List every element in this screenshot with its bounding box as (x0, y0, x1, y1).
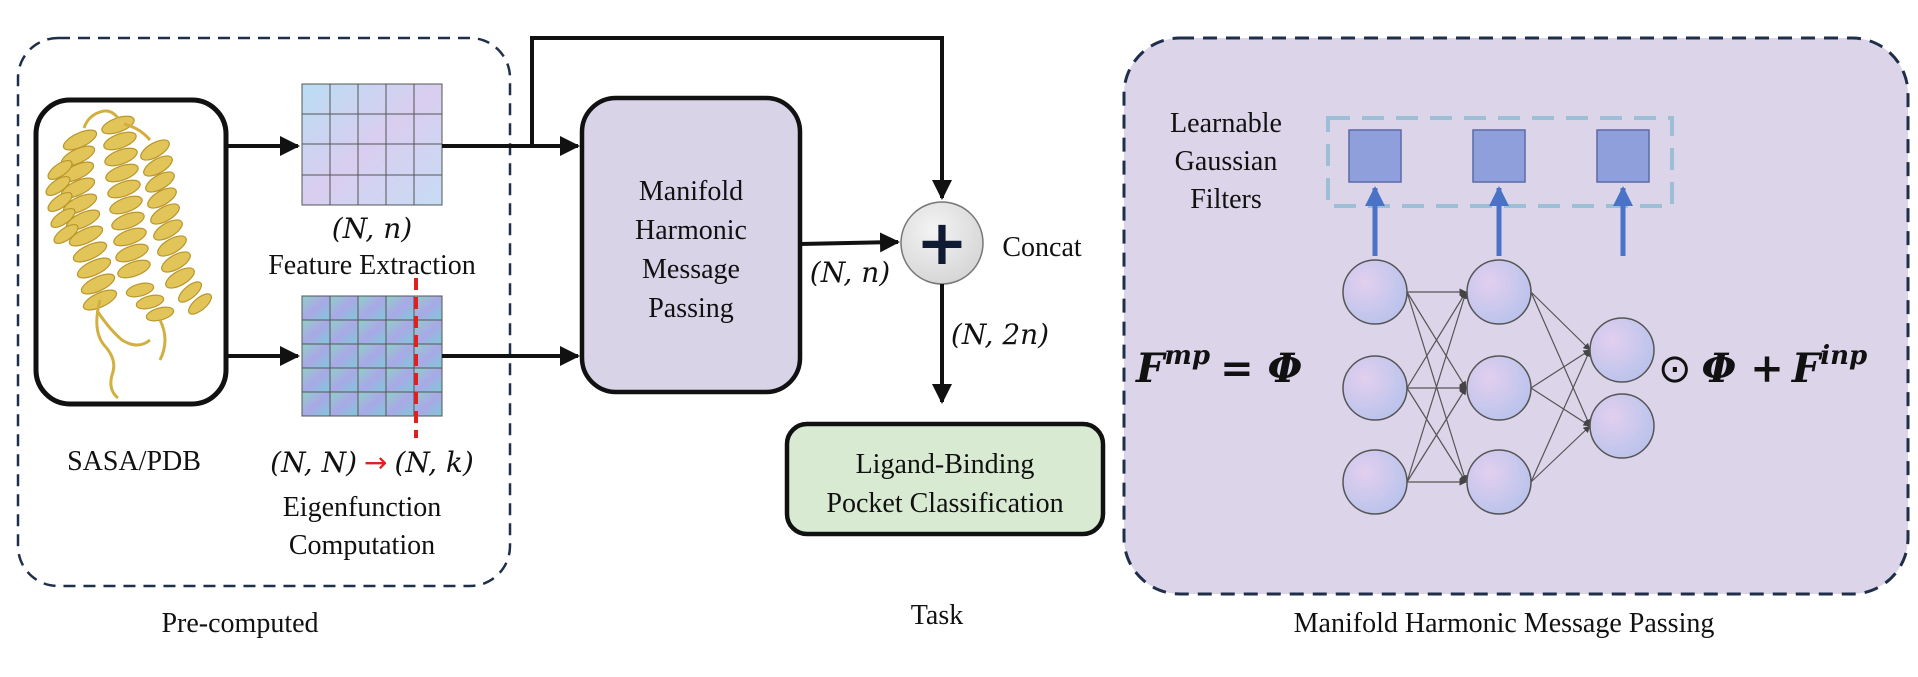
gaussian-filter-3 (1596, 129, 1650, 183)
node-l1-2 (1342, 355, 1408, 421)
precomputed-region (16, 36, 512, 588)
mhmp-panel-caption: Manifold Harmonic Message Passing (1294, 608, 1715, 639)
eigen-cell (386, 296, 414, 320)
eigen-cell (330, 368, 358, 392)
eigen-cell (386, 320, 414, 344)
eigen-cell (330, 344, 358, 368)
gaussian-filters-group (1326, 116, 1674, 208)
eigen-dim-label: (N, N) → (N, k) (270, 446, 474, 479)
feature-extraction-label: Feature Extraction (268, 250, 476, 281)
ligand-line2: Pocket Classification (826, 488, 1063, 519)
eigen-cell (302, 296, 330, 320)
eigen-cell (302, 320, 330, 344)
skip-connection-arrow (530, 36, 952, 200)
eigen-cell (302, 368, 330, 392)
gaussian-filter-2 (1472, 129, 1526, 183)
node-l2-3 (1466, 449, 1532, 515)
eigen-cell (358, 344, 386, 368)
node-l1-1 (1342, 259, 1408, 325)
ligand-binding-box (784, 421, 1106, 537)
eigen-cell (358, 296, 386, 320)
concat-output-dim: (N, 2n) (951, 318, 1049, 351)
node-l1-3 (1342, 449, 1408, 515)
protein-icon (45, 109, 212, 400)
eigen-label-line2: Computation (289, 530, 435, 561)
eigen-cell (330, 320, 358, 344)
concat-plus-symbol: + (916, 206, 968, 279)
equation-lhs: Fmp= Φ (1135, 341, 1303, 392)
eigen-cell (414, 392, 442, 416)
gaussian-filter-1 (1348, 129, 1402, 183)
filters-label-line2: Gaussian (1175, 146, 1278, 177)
node-l3-1 (1589, 317, 1655, 383)
mhmp-line1: Manifold (639, 176, 743, 207)
eigen-cell (414, 320, 442, 344)
eigen-cell (414, 344, 442, 368)
feature-dim-label: (N, n) (332, 212, 412, 245)
feature-grid (301, 83, 443, 206)
eigen-cell (414, 368, 442, 392)
mhmp-line3: Message (642, 254, 740, 285)
eigen-cell (302, 392, 330, 416)
eigen-cell (386, 368, 414, 392)
ligand-line1: Ligand-Binding (856, 449, 1035, 480)
mhmp-line2: Harmonic (635, 215, 747, 246)
eigen-cell (386, 392, 414, 416)
eigen-cell (414, 296, 442, 320)
mhmp-to-concat-arrow (799, 232, 900, 253)
network-nodes (1342, 259, 1655, 515)
node-l2-1 (1466, 259, 1532, 325)
eigen-grid (301, 295, 443, 417)
equation-rhs: ⊙Φ +Finp (1658, 341, 1867, 392)
filters-label-line1: Learnable (1170, 108, 1282, 139)
precomputed-caption: Pre-computed (161, 608, 318, 639)
mhmp-line4: Passing (648, 293, 734, 324)
eigen-cell (386, 344, 414, 368)
eigen-cell (358, 392, 386, 416)
filters-label-line3: Filters (1190, 184, 1262, 215)
mhmp-block (579, 95, 803, 395)
network-edges (1406, 288, 1591, 486)
node-l2-2 (1466, 355, 1532, 421)
sasa-pdb-label: SASA/PDB (67, 446, 201, 477)
task-caption: Task (911, 600, 963, 631)
node-l3-2 (1589, 393, 1655, 459)
eigen-cell (330, 296, 358, 320)
eigen-label-line1: Eigenfunction (283, 492, 442, 523)
eigen-cell (358, 320, 386, 344)
eigen-cell (330, 392, 358, 416)
mhmp-output-dim: (N, n) (810, 256, 890, 289)
concat-label: Concat (1002, 232, 1082, 263)
eigen-cell (358, 368, 386, 392)
eigen-cell (302, 344, 330, 368)
